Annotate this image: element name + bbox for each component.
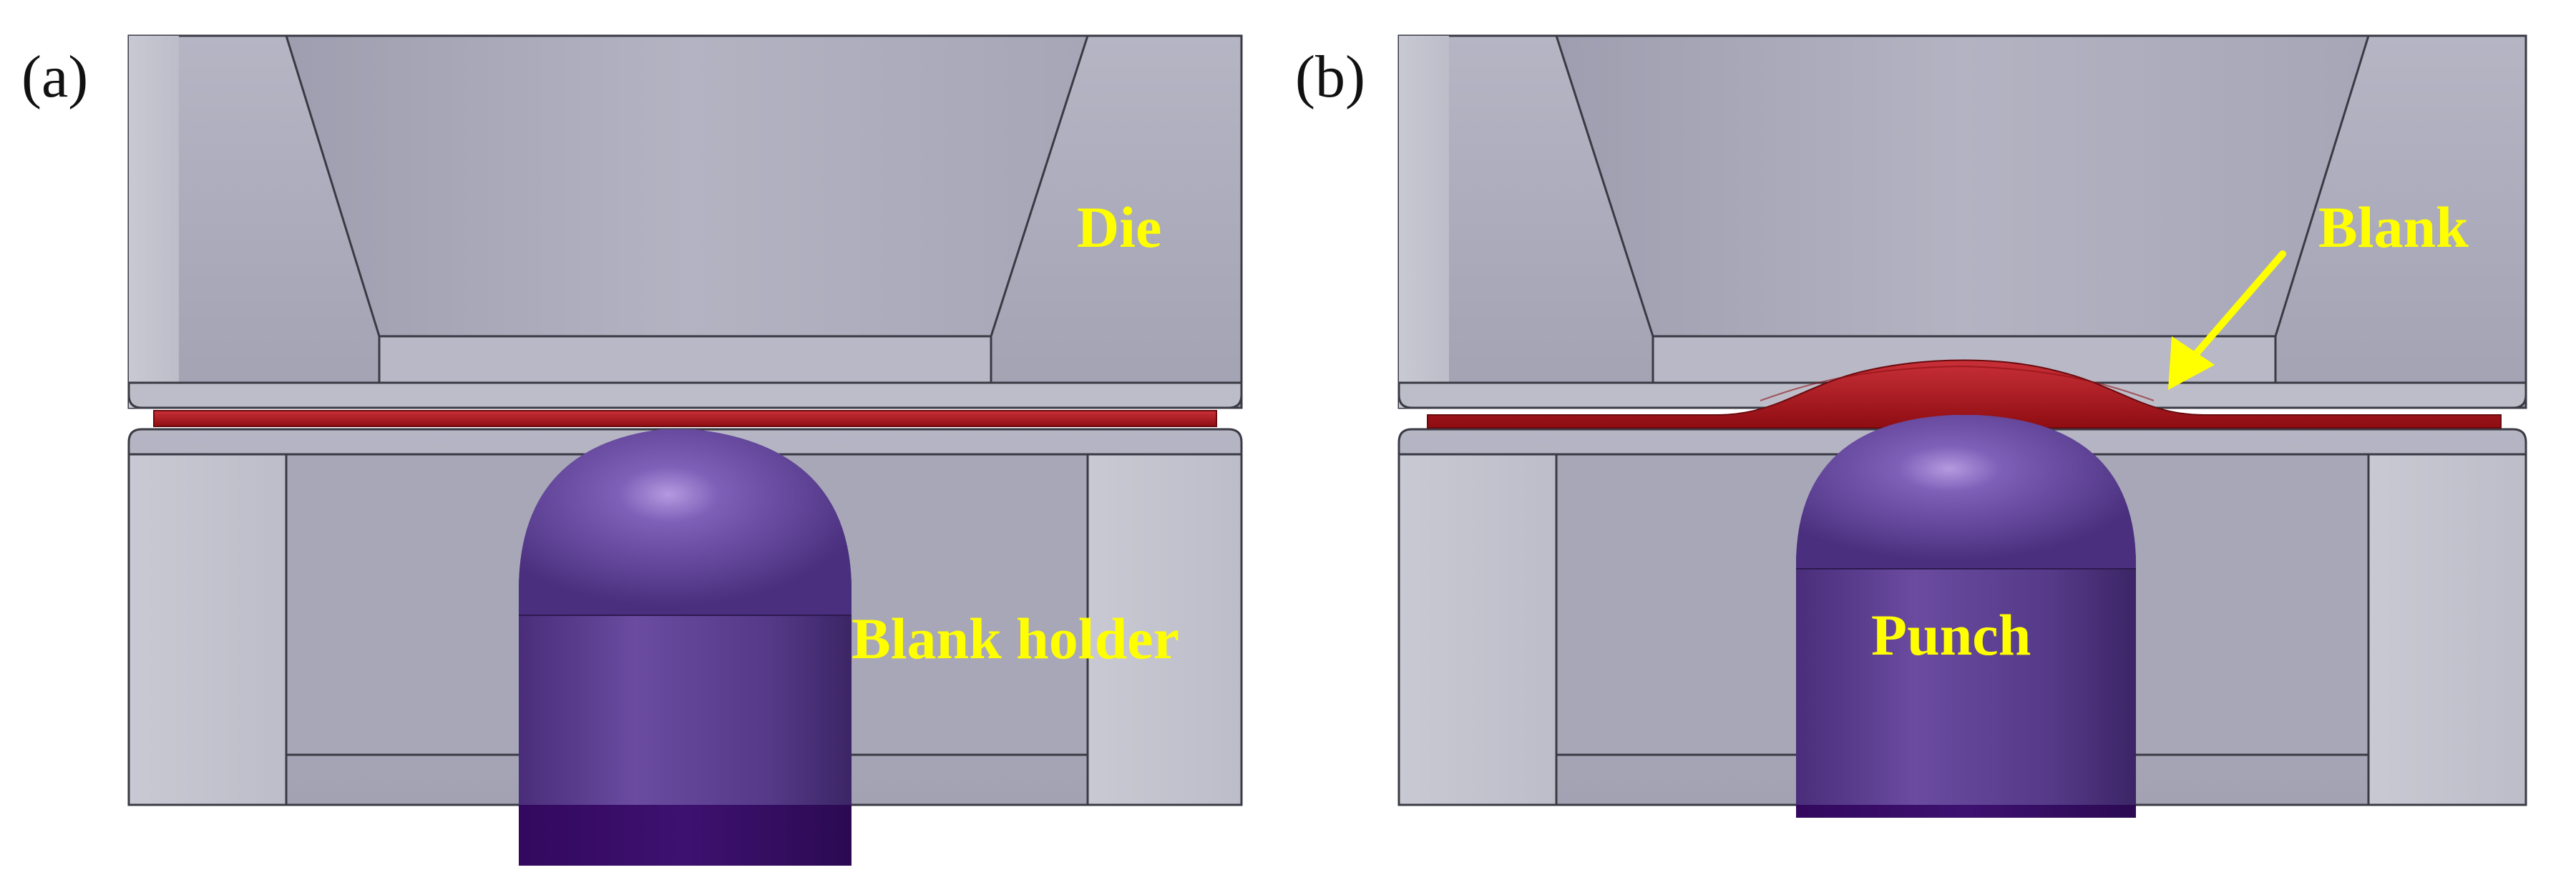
blank-holder-label: Blank holder bbox=[852, 606, 1179, 671]
punch-b bbox=[1796, 415, 2136, 818]
punch-a bbox=[519, 429, 852, 866]
die-label: Die bbox=[1077, 195, 1161, 260]
callout-arrow-icon bbox=[2168, 250, 2286, 390]
die-a bbox=[127, 34, 1243, 409]
blank-label: Blank bbox=[2318, 195, 2469, 260]
blank-sheet-b bbox=[1427, 359, 2502, 429]
blank-sheet-a bbox=[153, 410, 1217, 427]
punch-label: Punch bbox=[1871, 602, 2031, 668]
panel-b: (b) bbox=[1295, 34, 2527, 818]
panel-a: (a) Die Blank holder bbox=[21, 34, 1243, 866]
panel-b-label: (b) bbox=[1295, 44, 1365, 110]
panel-a-label: (a) bbox=[21, 44, 88, 110]
